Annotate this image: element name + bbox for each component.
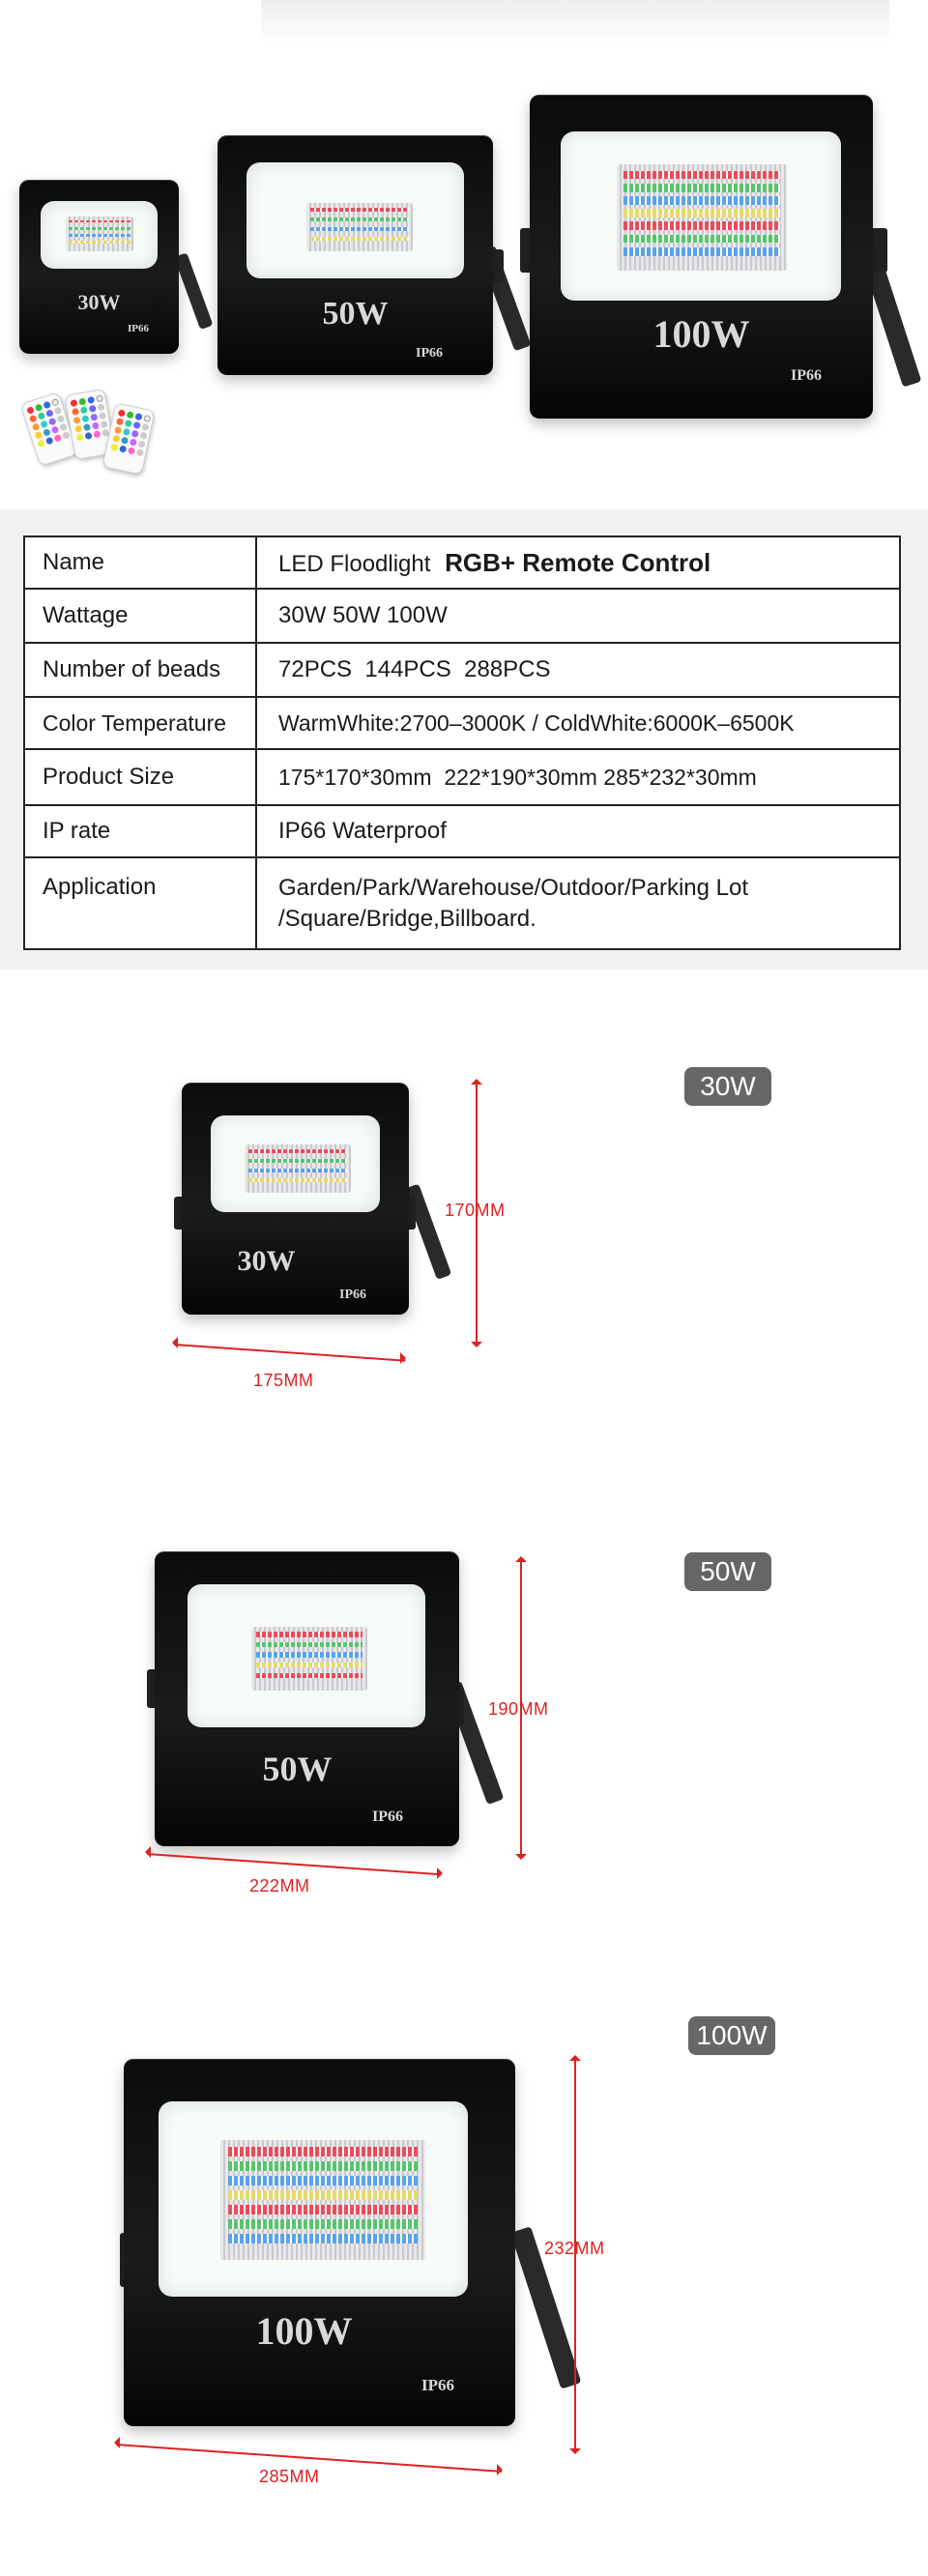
spec-value: WarmWhite:2700–3000K / ColdWhite:6000K–6… <box>255 696 901 750</box>
height-dimension-line <box>520 1560 522 1856</box>
spec-value-line: /Square/Bridge,Billboard. <box>278 905 536 932</box>
hero-watt-label: 30W <box>77 290 121 314</box>
hero-ip-label: IP66 <box>791 367 822 384</box>
height-label: 190MM <box>488 1699 549 1719</box>
arrow-left-icon <box>166 1337 178 1348</box>
width-label: 285MM <box>259 2467 320 2486</box>
table-row: Name LED Floodlight RGB+ Remote Control <box>23 535 901 590</box>
table-row: Application Garden/Park/Warehouse/Outdoo… <box>23 856 901 950</box>
hero-watt-label: 100W <box>652 312 750 356</box>
table-row: IP rate IP66 Waterproof <box>23 804 901 858</box>
height-label: 232MM <box>544 2239 605 2258</box>
spec-section: Name LED Floodlight RGB+ Remote Control … <box>0 509 928 970</box>
spec-key: IP rate <box>23 804 257 858</box>
table-row: Product Size 175*170*30mm 222*190*30mm 2… <box>23 748 901 806</box>
dim-light-100w: 100W IP66 <box>120 2059 582 2426</box>
watt-badge: 30W <box>684 1067 771 1106</box>
dim-ip-label: IP66 <box>421 2376 454 2394</box>
spec-value-strong: RGB+ Remote Control <box>445 547 711 577</box>
spec-value: IP66 Waterproof <box>255 804 901 858</box>
spec-key: Product Size <box>23 748 257 806</box>
arrow-down-icon <box>515 1854 527 1866</box>
arrow-up-icon <box>515 1550 527 1562</box>
spec-key: Color Temperature <box>23 696 257 750</box>
height-dimension-line <box>476 1083 478 1344</box>
spec-value-line: Garden/Park/Warehouse/Outdoor/Parking Lo… <box>278 874 749 901</box>
arrow-down-icon <box>569 2448 581 2460</box>
spec-key: Number of beads <box>23 642 257 698</box>
hero-ip-label: IP66 <box>128 323 149 334</box>
watt-badge: 50W <box>684 1552 771 1591</box>
spec-value: 175*170*30mm 222*190*30mm 285*232*30mm <box>255 748 901 806</box>
remote-control-image <box>102 402 156 476</box>
hero-light-50w: 50W IP66 <box>218 135 532 375</box>
width-label: 175MM <box>253 1371 314 1390</box>
dim-light-30w: 30W IP66 <box>174 1083 452 1315</box>
height-dimension-line <box>574 2059 576 2450</box>
dim-ip-label: IP66 <box>339 1288 366 1302</box>
spec-value: LED Floodlight RGB+ Remote Control <box>255 535 901 590</box>
spec-value: 30W 50W 100W <box>255 588 901 644</box>
arrow-right-icon <box>400 1352 412 1364</box>
arrow-down-icon <box>471 1342 482 1353</box>
table-row: Number of beads 72PCS 144PCS 288PCS <box>23 642 901 698</box>
width-dimension-line <box>173 1344 406 1362</box>
dim-watt-label: 100W <box>255 2309 353 2353</box>
hero-header-strip <box>261 0 889 43</box>
spec-value-text: LED Floodlight <box>278 550 431 577</box>
watt-badge: 100W <box>688 2016 775 2055</box>
spec-key: Name <box>23 535 257 590</box>
spec-key: Wattage <box>23 588 257 644</box>
spec-value: 72PCS 144PCS 288PCS <box>255 642 901 698</box>
hero-light-100w: 100W IP66 <box>520 95 922 419</box>
table-row: Color Temperature WarmWhite:2700–3000K /… <box>23 696 901 750</box>
dim-watt-label: 30W <box>237 1245 296 1277</box>
arrow-right-icon <box>437 1867 449 1879</box>
width-dimension-line <box>146 1853 442 1876</box>
height-label: 170MM <box>445 1201 506 1220</box>
dim-light-50w: 50W IP66 <box>147 1551 505 1846</box>
arrow-up-icon <box>569 2049 581 2061</box>
table-row: Wattage 30W 50W 100W <box>23 588 901 644</box>
spec-table: Name LED Floodlight RGB+ Remote Control … <box>23 535 901 950</box>
dim-ip-label: IP66 <box>372 1809 403 1825</box>
hero-light-30w: 30W IP66 <box>19 180 214 354</box>
dim-watt-label: 50W <box>262 1750 333 1788</box>
arrow-left-icon <box>108 2437 120 2448</box>
spec-key: Application <box>23 856 257 950</box>
hero-watt-label: 50W <box>322 296 389 332</box>
arrow-left-icon <box>139 1846 151 1858</box>
width-label: 222MM <box>249 1876 310 1896</box>
arrow-right-icon <box>497 2464 508 2475</box>
hero-ip-label: IP66 <box>416 346 443 361</box>
spec-value: Garden/Park/Warehouse/Outdoor/Parking Lo… <box>255 856 901 950</box>
arrow-up-icon <box>471 1073 482 1085</box>
